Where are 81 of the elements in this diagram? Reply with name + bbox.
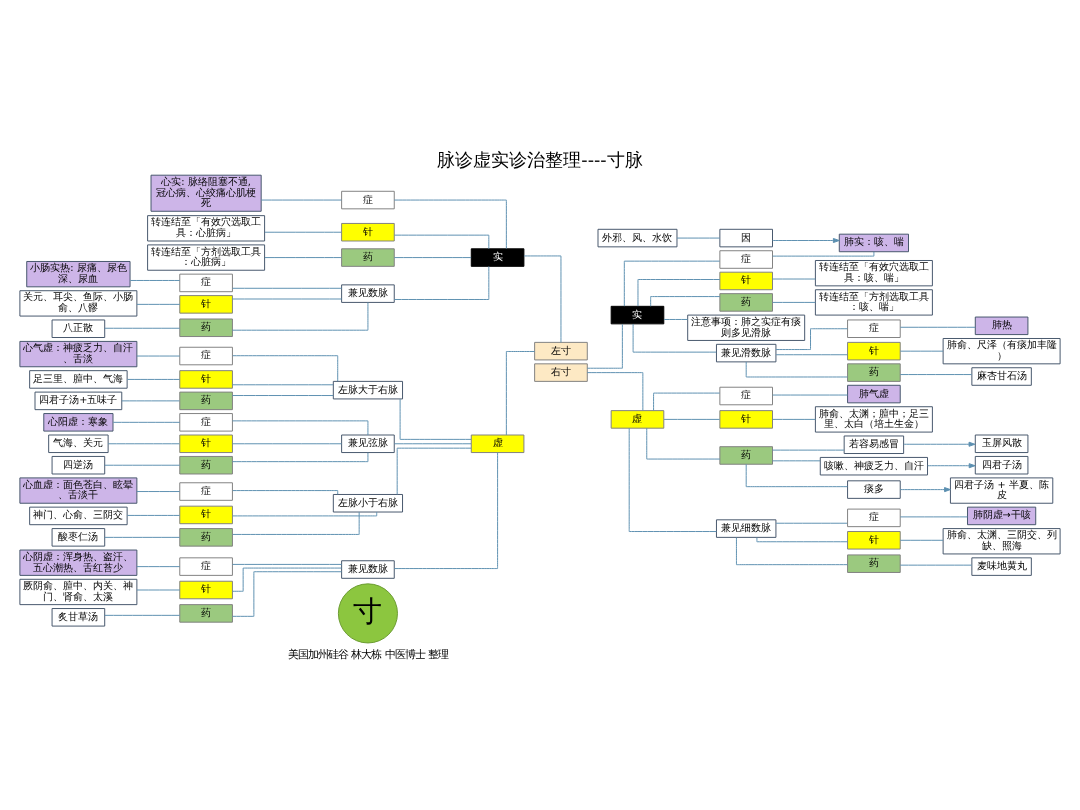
- connector: [232, 489, 339, 494]
- connector: [394, 256, 472, 258]
- arrow: [903, 440, 976, 446]
- connector: [775, 327, 848, 349]
- arrow: [899, 486, 951, 492]
- connector: [394, 451, 499, 569]
- connector: [586, 322, 623, 368]
- connector: [745, 462, 848, 487]
- connector: [505, 350, 536, 435]
- connector: [396, 446, 472, 494]
- connector: [394, 442, 472, 444]
- arrow: [927, 462, 976, 468]
- connector: [231, 286, 343, 288]
- connector: [231, 419, 369, 435]
- connector: [772, 300, 816, 302]
- connector: [126, 513, 181, 515]
- connector: [264, 230, 342, 232]
- connector: [264, 256, 342, 258]
- connector: [523, 254, 562, 342]
- connector: [772, 459, 821, 461]
- connector: [260, 198, 342, 200]
- connector: [650, 295, 721, 306]
- connector: [126, 377, 181, 379]
- connector: [646, 426, 721, 459]
- connector: [136, 588, 181, 590]
- connector: [653, 391, 721, 410]
- connector: [899, 515, 968, 517]
- connector: [121, 399, 180, 401]
- connector: [232, 570, 342, 616]
- connector: [231, 451, 369, 462]
- connector: [745, 360, 848, 377]
- connector: [772, 250, 875, 256]
- connector: [136, 490, 181, 492]
- connector: [772, 417, 816, 419]
- connector: [231, 301, 369, 330]
- connector: [628, 426, 717, 531]
- connector: [107, 442, 180, 444]
- connector: [129, 279, 181, 280]
- connector: [393, 233, 490, 249]
- connector: [775, 521, 848, 523]
- connector: [899, 325, 976, 327]
- connector: [104, 463, 181, 465]
- connector: [676, 236, 721, 238]
- connector: [136, 302, 181, 304]
- connector: [231, 442, 343, 444]
- connector: [104, 613, 181, 615]
- connector: [232, 354, 339, 381]
- connector: [899, 538, 944, 540]
- connector: [623, 259, 721, 306]
- connector: [775, 353, 848, 355]
- node-circle: 寸: [337, 582, 398, 643]
- connector: [899, 373, 973, 375]
- diagram-title: 脉诊虚实诊治整理----寸脉: [437, 150, 643, 171]
- connector: [735, 536, 848, 565]
- connector: [231, 562, 343, 564]
- connector: [112, 420, 181, 422]
- connector: [772, 277, 816, 279]
- connector: [632, 322, 717, 352]
- connector: [231, 297, 343, 299]
- connector: [663, 318, 688, 319]
- connector: [637, 278, 721, 306]
- connector: [899, 349, 944, 351]
- connector: [104, 326, 181, 328]
- connector: [772, 393, 848, 395]
- connector: [663, 417, 720, 419]
- connector: [232, 510, 360, 534]
- connector: [232, 566, 342, 591]
- connector: [756, 536, 848, 542]
- connector: [772, 448, 845, 450]
- connector: [231, 394, 334, 395]
- connector: [232, 510, 378, 516]
- connector: [136, 565, 181, 567]
- connector: [393, 198, 507, 249]
- connector: [899, 563, 973, 565]
- connector: [586, 371, 644, 410]
- connector: [136, 354, 181, 356]
- connector: [231, 383, 334, 385]
- connector: [393, 264, 490, 299]
- connector: [104, 535, 181, 537]
- arrow: [772, 237, 840, 243]
- connector: [399, 397, 472, 439]
